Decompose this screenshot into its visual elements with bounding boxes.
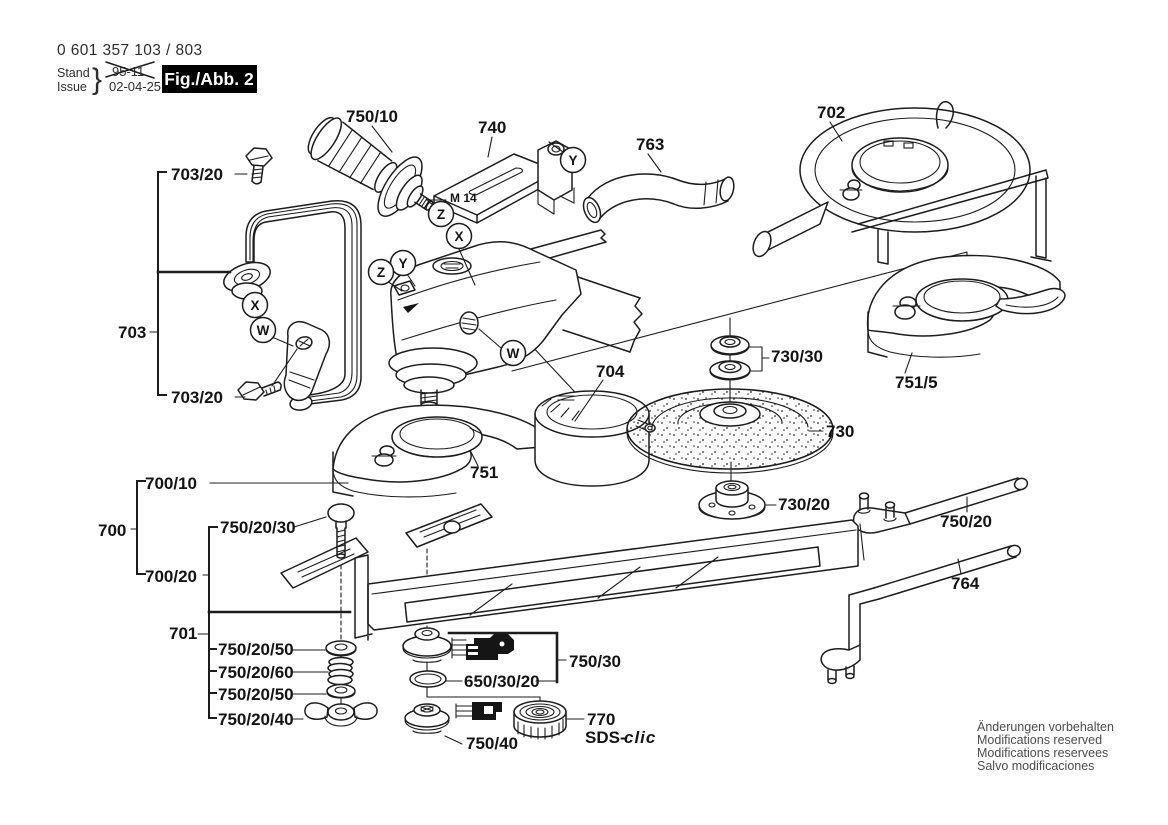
marker-y-740: Y [559, 146, 587, 174]
part-number: 0 601 357 103 / 803 [57, 42, 203, 59]
label-sds-prefix: SDS- [585, 728, 626, 747]
marker-w-machine: W [499, 339, 527, 367]
part-washer-750-20-50-a [325, 640, 357, 657]
part-washer-pair-730-30 [709, 335, 751, 381]
svg-text:X: X [250, 298, 259, 313]
title-block: 0 601 357 103 / 803 Stand Issue } 95-11 … [57, 42, 257, 96]
label-763: 763 [636, 135, 664, 154]
part-carriage-bolt-750-20-30 [327, 503, 355, 559]
grinder-pictogram-upper [451, 634, 514, 660]
svg-text:Z: Z [377, 265, 385, 280]
grinder-pictogram-lower [455, 702, 502, 720]
label-750-10: 750/10 [346, 107, 398, 126]
svg-text:W: W [257, 323, 270, 338]
label-700-10: 700/10 [145, 474, 197, 493]
label-770: 770 [587, 710, 615, 729]
part-extraction-guard-702 [752, 101, 1052, 265]
part-wheel-guard-quick-751-5 [866, 254, 1066, 358]
part-clamping-nut-770 [513, 700, 567, 740]
label-700-20: 700/20 [145, 567, 197, 586]
label-740: 740 [478, 118, 506, 137]
svg-text:Y: Y [568, 153, 577, 168]
label-750-20-30: 750/20/30 [220, 518, 296, 537]
label-702: 702 [817, 103, 845, 122]
label-730: 730 [826, 422, 854, 441]
label-751-5: 751/5 [895, 373, 938, 392]
svg-text:Y: Y [398, 256, 407, 271]
part-backing-flange-750-40 [404, 703, 450, 734]
part-washer-750-20-50-b [326, 683, 356, 699]
label-sds-clic: clic [624, 728, 656, 747]
label-750-20: 750/20 [940, 512, 992, 531]
marker-z-machine: Z [367, 258, 395, 286]
svg-text:Z: Z [437, 207, 445, 222]
marker-x-top: X [445, 222, 473, 250]
svg-text:W: W [507, 346, 520, 361]
part-hose-763 [582, 173, 735, 224]
figure-box [162, 65, 257, 93]
label-750-20-50-a: 750/20/50 [218, 640, 294, 659]
part-mounting-flange-750-30 [402, 627, 452, 663]
label-764: 764 [951, 574, 980, 593]
label-750-20-40: 750/20/40 [218, 710, 294, 729]
callout-brackets [136, 171, 770, 719]
part-protection-cap-704 [534, 390, 656, 487]
machine-body [388, 229, 643, 409]
marker-z-m14: Z [427, 200, 455, 228]
issue-label: Issue [57, 80, 87, 94]
label-701: 701 [169, 624, 197, 643]
part-side-handle-750-10 [307, 116, 434, 217]
disclaimer-de: Änderungen vorbehalten [977, 720, 1114, 734]
svg-text:X: X [454, 229, 463, 244]
issue-date: 02-04-25 [109, 79, 161, 94]
part-wheel-guard-751 [332, 404, 543, 498]
assembly-markers: Y Z X Y Z X W W [241, 146, 587, 367]
disclaimer-en: Modifications reserved [977, 733, 1102, 747]
part-hex-bolt-bottom-703-20 [237, 381, 282, 401]
label-751: 751 [470, 463, 498, 482]
part-guide-fence-701 [280, 503, 865, 641]
label-703-20-bottom: 703/20 [171, 388, 223, 407]
label-650-30-20: 650/30/20 [464, 672, 540, 691]
part-bow-handle-703 [223, 199, 362, 411]
marker-y-machine: Y [389, 249, 417, 277]
figure-label: Fig./Abb. 2 [164, 69, 254, 89]
disclaimer-es: Salvo modificaciones [977, 759, 1094, 773]
part-grinding-disc-730 [626, 388, 834, 474]
part-adapter-plate-740 [433, 140, 575, 224]
disclaimer-fr: Modifications reservees [977, 746, 1108, 760]
label-703: 703 [118, 323, 146, 342]
label-750-20-50-b: 750/20/50 [218, 685, 294, 704]
part-hex-bolt-top-703-20 [245, 147, 273, 185]
part-labels: 750/10 740 763 702 703/20 703 703/20 700… [98, 103, 992, 753]
label-750-20-60: 750/20/60 [218, 663, 294, 682]
disclaimer-block: Änderungen vorbehalten Modifications res… [977, 720, 1114, 773]
label-thread-m14: M 14 [450, 191, 477, 205]
leader-lines [130, 121, 968, 745]
strikeout-cross [105, 61, 155, 79]
label-700: 700 [98, 521, 126, 540]
label-750-40: 750/40 [466, 734, 518, 753]
part-spring-750-20-60 [327, 656, 354, 686]
marker-w-handle: W [249, 316, 277, 344]
label-750-30: 750/30 [569, 652, 621, 671]
date-brace: } [92, 63, 102, 96]
part-bent-spanner-764 [820, 544, 1022, 685]
label-730-20: 730/20 [778, 495, 830, 514]
marker-x-handle: X [241, 291, 269, 319]
part-wing-nut-750-20-40 [304, 702, 378, 727]
label-703-20-top: 703/20 [171, 165, 223, 184]
part-disc-flange-730-20 [698, 480, 766, 520]
part-o-ring-650-30-20 [409, 670, 447, 688]
label-704: 704 [596, 362, 625, 381]
label-730-30: 730/30 [771, 347, 823, 366]
stand-label: Stand [57, 66, 90, 80]
